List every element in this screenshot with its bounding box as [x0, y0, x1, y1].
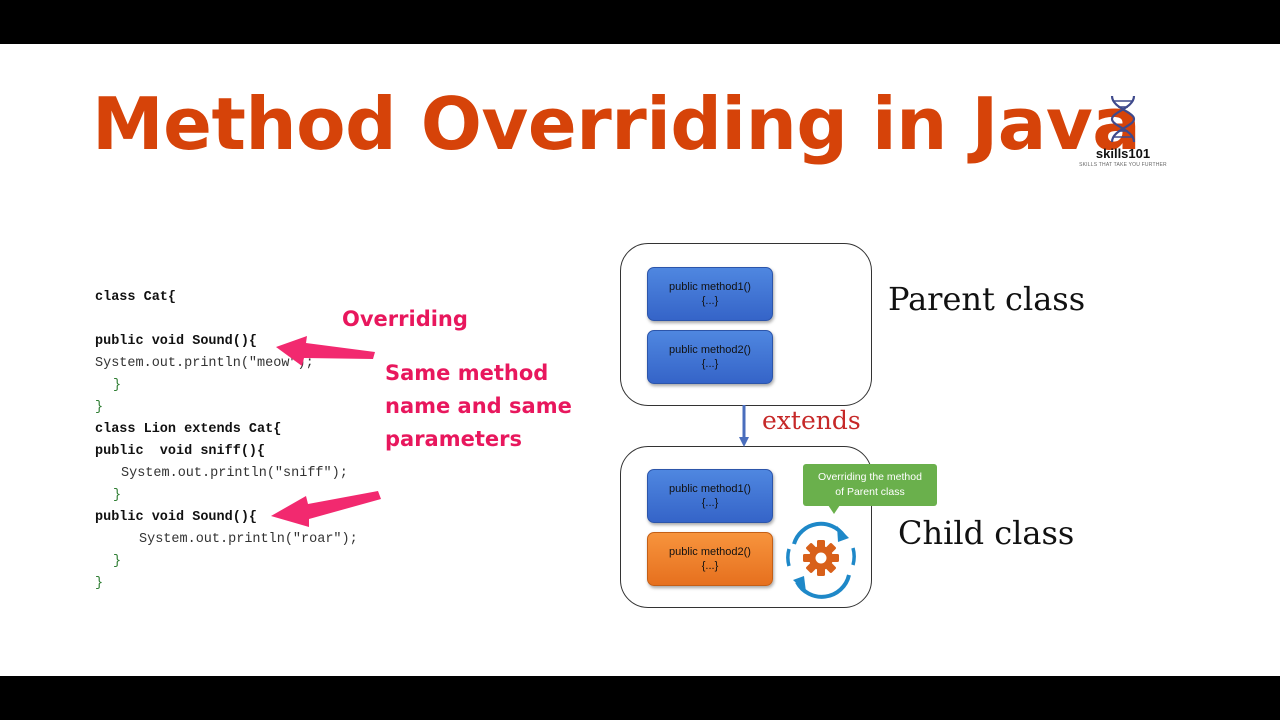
code-line-brace: } — [113, 378, 121, 393]
code-text: } — [113, 488, 122, 503]
slide-title: Method Overriding in Java — [92, 82, 1141, 166]
diagram-overlay — [271, 336, 856, 599]
method-body: {...} — [701, 560, 719, 572]
code-line-class-lion: class Lion extends Cat{ — [95, 422, 281, 437]
skills101-logo: skills101 SKILLS THAT TAKE YOU FURTHER — [1068, 94, 1178, 174]
method-name: public method2() — [669, 344, 751, 356]
code-text: System.out.println("sniff"); — [121, 466, 348, 481]
sync-gear-icon — [786, 521, 856, 599]
annotation-line: parameters — [385, 427, 522, 451]
callout-line: of Parent class — [835, 486, 905, 498]
code-text: public void Sound(){ — [95, 510, 258, 525]
callout-tail — [828, 505, 840, 514]
code-text: } — [95, 576, 104, 591]
code-text: class Cat{ — [95, 290, 177, 305]
code-text: } — [113, 554, 122, 569]
code-text: public void Sound(){ — [95, 334, 258, 349]
parent-class-label: Parent class — [888, 280, 1086, 318]
parent-method1-box: public method1() {...} — [647, 267, 773, 321]
method-name: public method1() — [669, 281, 751, 293]
logo-name: skills101 — [1095, 146, 1151, 161]
same-method-annotation: Same method name and same parameters — [385, 357, 572, 456]
parent-method2-box: public method2() {...} — [647, 330, 773, 384]
child-class-label: Child class — [898, 514, 1075, 552]
code-line-brace: } — [95, 576, 103, 591]
code-line-class-cat: class Cat{ — [95, 290, 176, 305]
slide: Method Overriding in Java skills101 SKIL… — [0, 44, 1280, 676]
annotation-line: Same method — [385, 361, 549, 385]
method-name: public method1() — [669, 483, 751, 495]
code-line-lion-sound: public void Sound(){ — [95, 510, 257, 525]
pink-arrow-top — [276, 336, 375, 366]
code-text: } — [113, 378, 122, 393]
method-body: {...} — [701, 295, 719, 307]
code-line-meow: System.out.println("meow"); — [95, 356, 314, 371]
logo-tagline: SKILLS THAT TAKE YOU FURTHER — [1079, 162, 1167, 168]
child-method2-box: public method2() {...} — [647, 532, 773, 586]
code-text: System.out.println("meow"); — [95, 356, 314, 371]
code-line-brace: } — [95, 400, 103, 415]
code-text: public void sniff(){ — [95, 444, 266, 459]
code-line-print-roar: System.out.println("roar"); — [139, 532, 358, 547]
extends-label: extends — [762, 406, 861, 435]
code-line-brace: } — [113, 488, 121, 503]
callout-line: Overriding the method — [818, 471, 922, 483]
code-text: class Lion extends Cat{ — [95, 422, 282, 437]
code-line-print-sniff: System.out.println("sniff"); — [121, 466, 348, 481]
method-name: public method2() — [669, 546, 751, 558]
overriding-callout: Overriding the method of Parent class — [803, 464, 937, 506]
code-text: System.out.println("roar"); — [139, 532, 358, 547]
code-text: } — [95, 400, 104, 415]
pink-arrow-bottom — [271, 491, 381, 527]
overriding-annotation: Overriding — [342, 307, 468, 331]
method-body: {...} — [701, 497, 719, 509]
child-method1-box: public method1() {...} — [647, 469, 773, 523]
code-line-sniff: public void sniff(){ — [95, 444, 265, 459]
annotation-line: name and same — [385, 394, 572, 418]
dna-icon — [1110, 95, 1136, 143]
code-line-cat-sound: public void Sound(){ — [95, 334, 257, 349]
code-line-brace: } — [113, 554, 121, 569]
method-body: {...} — [701, 358, 719, 370]
